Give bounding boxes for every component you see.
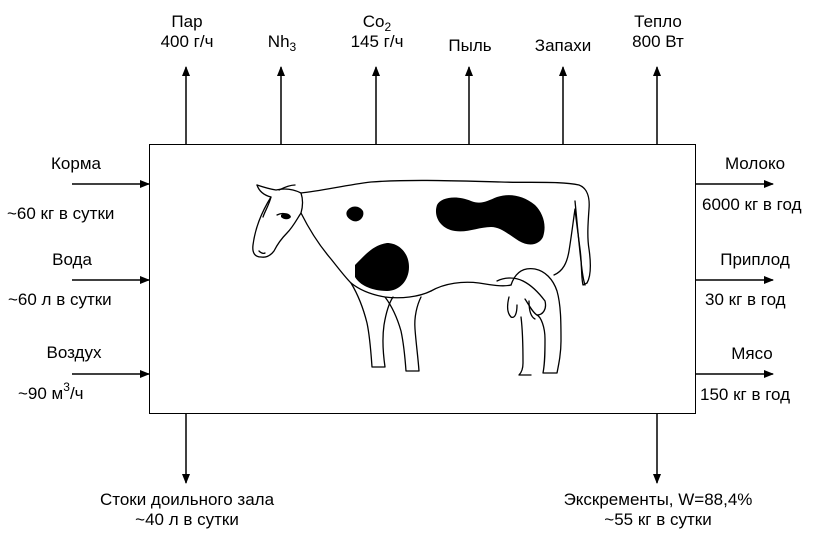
output-name: Co	[363, 12, 385, 31]
cow-spot	[436, 195, 545, 244]
output-value: ~40 л в сутки	[100, 510, 274, 530]
cow-box	[149, 144, 696, 414]
output-name: Nh	[268, 32, 290, 51]
input-value-water: ~60 л в сутки	[8, 290, 112, 310]
input-value-prefix: ~90 м	[18, 384, 63, 403]
cow-illustration	[150, 145, 697, 415]
input-value-suffix: /ч	[70, 384, 84, 403]
output-value-offspring: 30 кг в год	[705, 290, 786, 310]
output-label-heat: Тепло 800 Вт	[632, 12, 684, 52]
output-label-odors: Запахи	[535, 36, 591, 56]
output-name-offspring: Приплод	[720, 250, 790, 270]
cow-spot	[355, 243, 409, 291]
input-value-feed: ~60 кг в сутки	[7, 204, 114, 224]
output-label-wastewater: Стоки доильного зала ~40 л в сутки	[100, 490, 274, 530]
output-label-nh3: Nh3	[268, 32, 296, 52]
output-name: Запахи	[535, 36, 591, 56]
input-name-air: Воздух	[47, 343, 102, 363]
cow-spot	[281, 213, 291, 219]
output-name-milk: Молоко	[725, 154, 785, 174]
output-label-co2: Co2 145 г/ч	[351, 12, 404, 52]
output-name: Экскременты, W=88,4%	[564, 490, 753, 510]
output-name: Пар	[161, 12, 214, 32]
input-name-feed: Корма	[51, 154, 101, 174]
output-value: 145 г/ч	[351, 32, 404, 52]
output-value-milk: 6000 кг в год	[702, 195, 802, 215]
output-label-steam: Пар 400 г/ч	[161, 12, 214, 52]
input-value-superscript: 3	[63, 380, 70, 394]
cow-spot	[346, 207, 363, 222]
output-name: Пыль	[448, 36, 491, 56]
output-name: Тепло	[632, 12, 684, 32]
output-subscript: 3	[290, 40, 297, 54]
output-value-meat: 150 кг в год	[700, 385, 790, 405]
output-label-dust: Пыль	[448, 36, 491, 56]
output-value: 800 Вт	[632, 32, 684, 52]
input-value-air: ~90 м3/ч	[18, 384, 84, 404]
output-name: Стоки доильного зала	[100, 490, 274, 510]
output-label-excrement: Экскременты, W=88,4% ~55 кг в сутки	[564, 490, 753, 530]
input-name-water: Вода	[52, 250, 92, 270]
output-value: 400 г/ч	[161, 32, 214, 52]
output-value: ~55 кг в сутки	[564, 510, 753, 530]
output-name-meat: Мясо	[731, 344, 773, 364]
